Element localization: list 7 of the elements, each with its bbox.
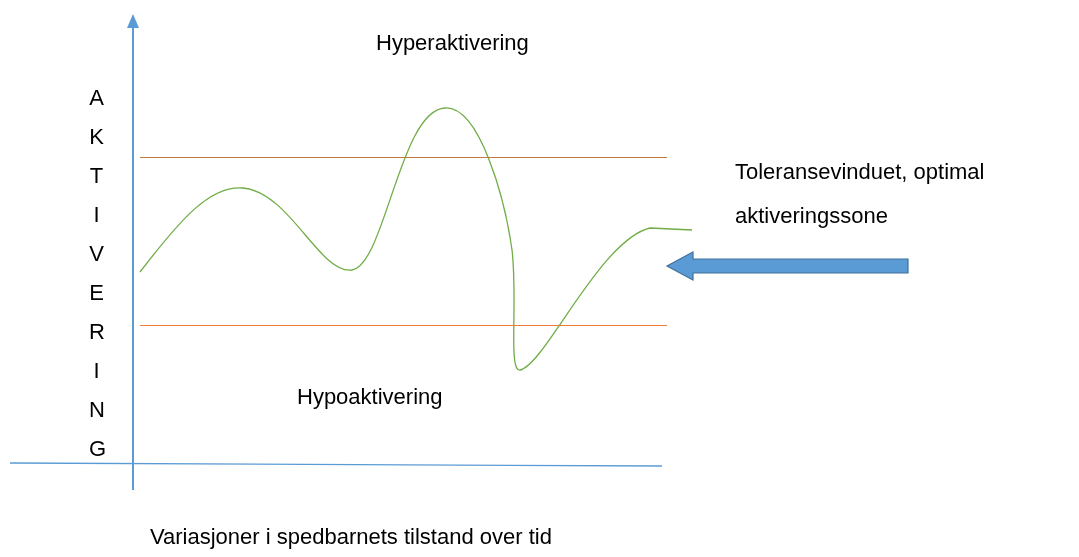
tolerance-band [140,157,667,326]
zone-label: Hypoaktivering [297,383,443,411]
caption: Variasjoner i spedbarnets tilstand over tid [150,523,552,551]
zone-description: Toleransevinduet, optimal aktiveringssone [735,158,986,230]
zone-label: Hyperaktivering [376,29,529,57]
block-arrow [665,251,909,281]
axis-label: AKTIVERING [89,84,104,463]
